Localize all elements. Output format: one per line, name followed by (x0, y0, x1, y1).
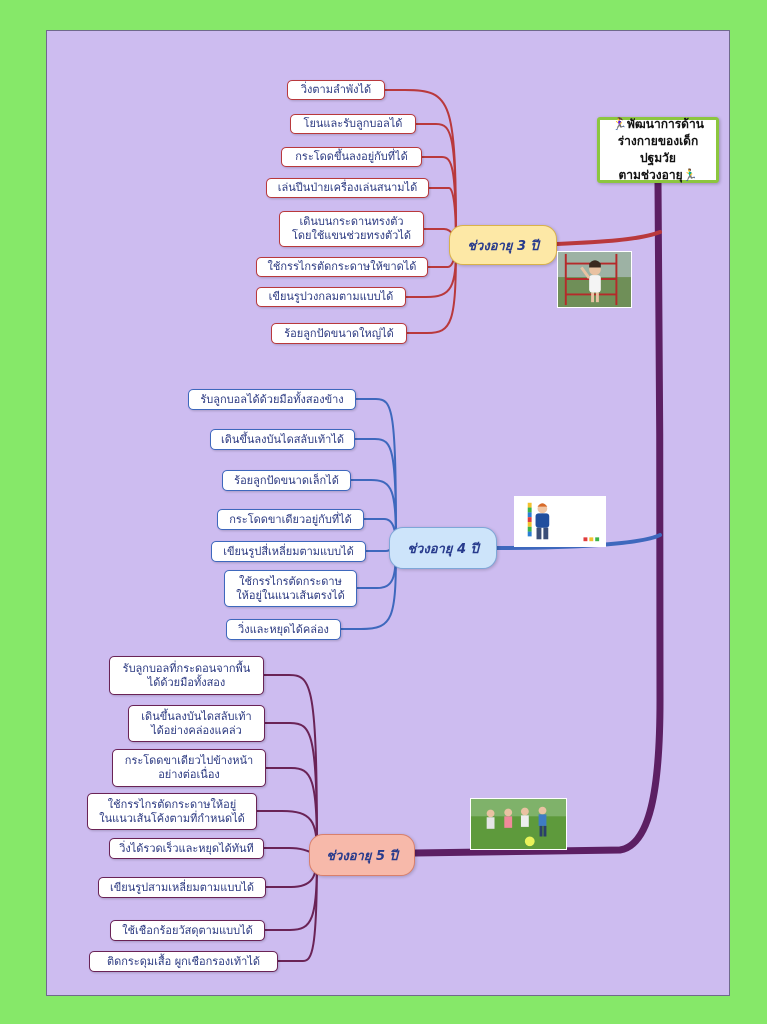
age-4-item[interactable]: รับลูกบอลได้ด้วยมือทั้งสองข้าง (188, 389, 356, 410)
age-5-item[interactable]: ใช้กรรไกรตัดกระดาษให้อยู่ ในแนวเส้นโค้งต… (87, 793, 257, 830)
root-title-line-1: 🏃‍♀️พัฒนาการด้าน (612, 117, 704, 131)
age-5-item[interactable]: กระโดดขาเดียวไปข้างหน้า อย่างต่อเนื่อง (112, 749, 266, 787)
age-4-bubble[interactable]: ช่วงอายุ 4 ปี (389, 527, 497, 569)
age-4-item[interactable]: ร้อยลูกปัดขนาดเล็กได้ (222, 470, 351, 491)
root-title-line-3: ตามช่วงอายุ🏃‍♂️ (618, 168, 698, 182)
age-5-bubble[interactable]: ช่วงอายุ 5 ปี (309, 834, 415, 876)
age-3-item[interactable]: ร้อยลูกปัดขนาดใหญ่ได้ (271, 323, 407, 344)
age-5-item[interactable]: วิ่งได้รวดเร็วและหยุดได้ทันที (109, 838, 264, 859)
age-4-item[interactable]: เดินขึ้นลงบันไดสลับเท้าได้ (210, 429, 355, 450)
age-5-item[interactable]: รับลูกบอลที่กระดอนจากพื้น ได้ด้วยมือทั้ง… (109, 656, 264, 695)
age-3-item[interactable]: กระโดดขึ้นลงอยู่กับที่ได้ (281, 147, 422, 167)
child-climbing-photo (557, 251, 632, 308)
age-4-item[interactable]: วิ่งและหยุดได้คล่อง (226, 619, 341, 640)
root-title-line-2: ร่างกายของเด็กปฐมวัย (617, 134, 699, 165)
age-3-item[interactable]: เขียนรูปวงกลมตามแบบได้ (256, 287, 406, 307)
age-3-item[interactable]: ใช้กรรไกรตัดกระดาษให้ขาดได้ (256, 257, 428, 277)
age-3-item[interactable]: โยนและรับลูกบอลได้ (290, 114, 416, 134)
age-4-item[interactable]: ใช้กรรไกรตัดกระดาษ ให้อยู่ในแนวเส้นตรงได… (224, 570, 357, 607)
age-3-item[interactable]: วิ่งตามลำพังได้ (287, 80, 385, 100)
age-5-item[interactable]: ใช้เชือกร้อยวัสดุตามแบบได้ (110, 920, 265, 941)
root-node[interactable]: 🏃‍♀️พัฒนาการด้าน ร่างกายของเด็กปฐมวัย ตา… (597, 117, 719, 183)
age-5-title: ช่วงอายุ 5 ปี (326, 848, 398, 864)
kids-running-photo (470, 798, 567, 850)
age-4-title: ช่วงอายุ 4 ปี (407, 541, 479, 557)
age-3-bubble[interactable]: ช่วงอายุ 3 ปี (449, 225, 557, 265)
age-3-item[interactable]: เดินบนกระดานทรงตัว โดยใช้แขนช่วยทรงตัวได… (279, 211, 424, 247)
age-4-item[interactable]: กระโดดขาเดียวอยู่กับที่ได้ (217, 509, 364, 530)
age-5-item[interactable]: ติดกระดุมเสื้อ ผูกเชือกรองเท้าได้ (89, 951, 278, 972)
age-5-item[interactable]: เดินขึ้นลงบันไดสลับเท้า ได้อย่างคล่องแคล… (128, 705, 265, 742)
age-5-item[interactable]: เขียนรูปสามเหลี่ยมตามแบบได้ (98, 877, 266, 898)
age-3-item[interactable]: เล่นปีนป่ายเครื่องเล่นสนามได้ (266, 178, 429, 198)
age-4-item[interactable]: เขียนรูปสี่เหลี่ยมตามแบบได้ (211, 541, 366, 562)
boy-stacking-blocks-photo (514, 496, 606, 547)
age-3-title: ช่วงอายุ 3 ปี (467, 238, 539, 254)
